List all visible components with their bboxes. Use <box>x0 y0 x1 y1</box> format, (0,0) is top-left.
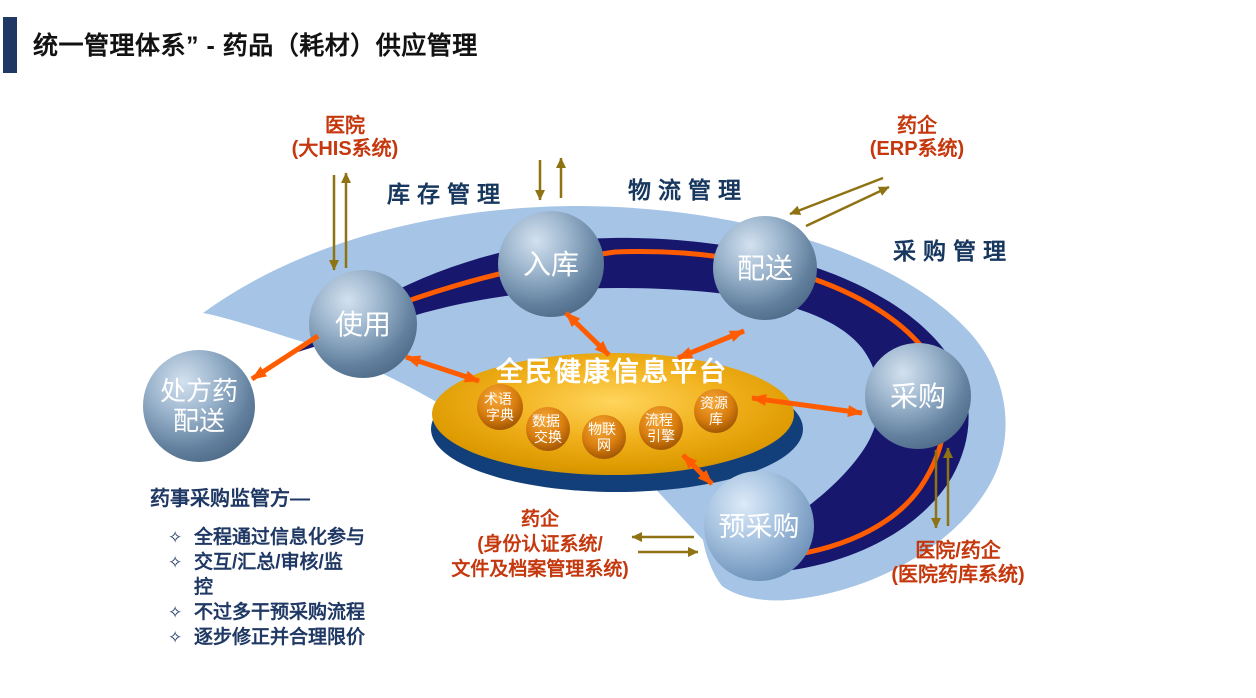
exchange-arrows <box>329 157 953 557</box>
supervision-item-4-text: 逐步修正并合理限价 <box>194 627 366 648</box>
ring-label-logistics: 物流管理 <box>628 177 748 204</box>
external-pharma-auth-line2: (身份认证系统/ <box>477 534 603 555</box>
external-hospital-pharma-store-line1: 医院/药企 <box>915 540 1001 562</box>
bullet-diamond-icon: ✧ <box>168 553 183 572</box>
node-rx-delivery-sphere <box>143 350 255 462</box>
slide-title: 统一管理体系” - 药品（耗材）供应管理 <box>33 32 478 60</box>
ring-stripe <box>318 248 948 561</box>
chip-process-engine-label: 流程 引擎 <box>645 412 677 444</box>
arrow-inbound-platform <box>564 311 611 357</box>
chip-resource-repo <box>694 389 738 433</box>
external-pharma-erp-line2: (ERP系统) <box>869 138 965 160</box>
external-pharma-erp: 药企 (ERP系统) <box>827 115 1007 161</box>
platform-arrows <box>250 311 863 486</box>
chip-iot-label: 物联 网 <box>588 421 620 453</box>
supervision-item-2-text-line1: 交互/汇总/审核/监 <box>194 552 343 573</box>
platform-title: 全民健康信息平台 <box>495 356 728 388</box>
chip-terminology-dictionary <box>477 384 523 430</box>
supervision-item-3-text: 不过多干预采购流程 <box>194 602 366 623</box>
node-usage-sphere <box>309 270 417 378</box>
arrow-usage-platform <box>405 354 480 384</box>
arrow-delivery-to-erp <box>805 185 890 228</box>
title-accent-bar <box>3 17 17 73</box>
node-usage-label: 使用 <box>335 309 391 340</box>
supervision-item: ✧ 逐步修正并合理限价 <box>150 625 380 650</box>
arrow-delivery-platform <box>677 328 745 361</box>
process-nodes: 入库 配送 使用 采购 预采购 处方药 配送 <box>143 211 971 581</box>
external-hospital-his: 医院 (大HIS系统) <box>255 115 435 161</box>
ring-label-procurement: 采购管理 <box>893 238 1013 265</box>
node-purchase-sphere <box>865 343 971 449</box>
supervision-panel: 药事采购监管方— ✧ 全程通过信息化参与 ✧ 交互/汇总/审核/监 控 ✧ 不过… <box>150 482 380 650</box>
node-rx-delivery-label-line1: 处方药 <box>160 376 238 406</box>
node-rx-delivery-label-line2: 配送 <box>173 406 225 436</box>
chip-data-exchange <box>526 407 570 451</box>
external-pharma-auth-line1: 药企 <box>520 509 559 530</box>
supervision-item: ✧ 交互/汇总/审核/监 控 <box>150 550 380 600</box>
supervision-item: ✧ 全程通过信息化参与 <box>150 525 380 550</box>
arrow-prepurchase-platform <box>681 453 714 486</box>
chip-resource-repo-label: 资源 库 <box>700 395 732 427</box>
supervision-item-1-text: 全程通过信息化参与 <box>194 527 366 548</box>
chip-data-exchange-label: 数据 交换 <box>532 413 564 445</box>
arrow-usage-rx-delivery <box>250 333 320 382</box>
arrow-purchase-platform <box>751 393 863 418</box>
supervision-item: ✧ 不过多干预采购流程 <box>150 600 380 625</box>
node-prepurchase-sphere <box>704 471 814 581</box>
supervision-heading: 药事采购监管方— <box>150 488 310 510</box>
chip-terminology-dictionary-label: 术语 字典 <box>484 391 516 423</box>
ring-label-inventory: 库存管理 <box>387 181 507 208</box>
chip-iot <box>582 415 626 459</box>
external-hospital-pharma-store-line2: (医院药库系统) <box>891 564 1025 586</box>
node-purchase-label: 采购 <box>890 381 946 412</box>
external-hospital-his-line2: (大HIS系统) <box>291 138 399 160</box>
supervision-item-2-text-line2: 控 <box>194 577 214 598</box>
external-pharma-auth: 药企 (身份认证系统/ 文件及档案管理系统) <box>415 507 665 582</box>
external-pharma-auth-line3: 文件及档案管理系统) <box>451 559 629 580</box>
node-inbound-sphere <box>498 211 604 317</box>
bullet-diamond-icon: ✧ <box>168 528 183 547</box>
node-prepurchase-label: 预采购 <box>719 512 800 542</box>
node-delivery-label: 配送 <box>737 253 793 284</box>
arrow-erp-to-delivery <box>789 176 884 216</box>
node-inbound-label: 入库 <box>523 249 579 280</box>
ring-labels: 库存管理 物流管理 采购管理 <box>387 177 1013 265</box>
external-pharma-erp-line1: 药企 <box>897 115 937 137</box>
platform-chips: 术语 字典 数据 交换 物联 网 流程 引擎 资源 库 <box>477 384 738 459</box>
platform-ellipse <box>432 353 794 475</box>
node-delivery-sphere <box>713 216 817 320</box>
external-hospital-pharma-store: 医院/药企 (医院药库系统) <box>858 539 1058 587</box>
external-hospital-his-line1: 医院 <box>325 115 365 137</box>
chip-process-engine <box>639 406 683 450</box>
bullet-diamond-icon: ✧ <box>168 628 183 647</box>
bullet-diamond-icon: ✧ <box>168 603 183 622</box>
